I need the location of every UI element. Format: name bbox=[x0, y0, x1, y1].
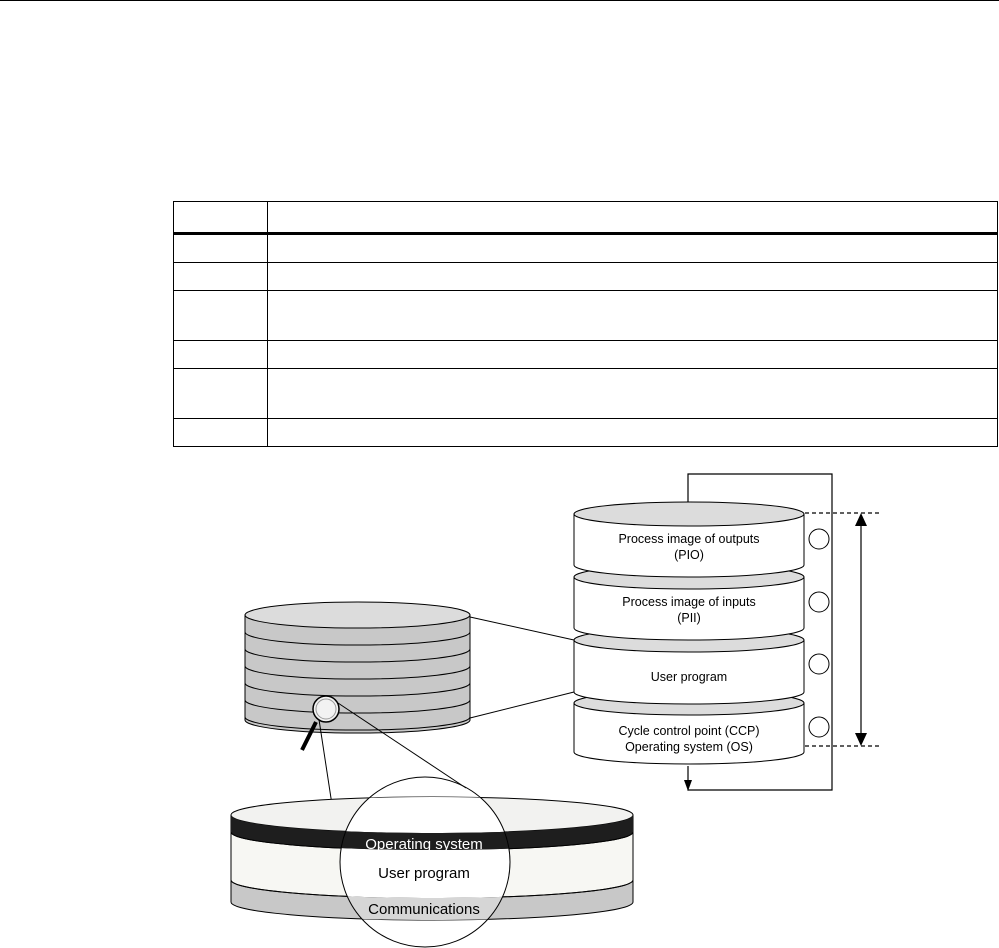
table-header-row bbox=[173, 201, 998, 235]
os-label-line2: Operating system (OS) bbox=[625, 740, 753, 754]
magnifying-glass-icon bbox=[300, 695, 340, 751]
pii-label-line1: Process image of inputs bbox=[622, 595, 755, 609]
table-header-cell bbox=[173, 201, 268, 235]
cycle-stack bbox=[244, 601, 471, 734]
pio-label-line1: Process image of outputs bbox=[618, 532, 759, 546]
table-row bbox=[173, 340, 998, 369]
step-marker-1 bbox=[808, 528, 830, 550]
table-cell bbox=[173, 418, 268, 447]
table-row bbox=[173, 418, 998, 447]
magnified-cylinder: Operating system User program Communicat… bbox=[230, 776, 634, 948]
table-header-cell bbox=[267, 201, 998, 235]
connector-line-bottom bbox=[469, 691, 575, 719]
table-cell bbox=[173, 340, 268, 369]
table-row bbox=[173, 233, 998, 263]
table-cell bbox=[173, 368, 268, 419]
user-program-label: User program bbox=[651, 670, 727, 684]
table-cell bbox=[267, 290, 998, 341]
table-row bbox=[173, 290, 998, 341]
os-label-line1: Cycle control point (CCP) bbox=[618, 724, 759, 738]
cycle-time-arrow bbox=[770, 512, 880, 747]
magnified-user-program-label: User program bbox=[378, 865, 470, 882]
magnified-operating-system-label: Operating system bbox=[365, 836, 483, 853]
legend-table bbox=[173, 201, 998, 447]
pio-layer: Process image of outputs (PIO) bbox=[573, 501, 805, 578]
magnifier-line-right bbox=[337, 702, 467, 789]
table-cell bbox=[267, 368, 998, 419]
table-cell bbox=[267, 418, 998, 447]
connector-line-top bbox=[469, 616, 575, 641]
table-cell bbox=[173, 290, 268, 341]
step-marker-4 bbox=[808, 716, 830, 738]
pii-label-line2: (PII) bbox=[677, 611, 701, 625]
step-marker-3 bbox=[808, 653, 830, 675]
pio-label-line2: (PIO) bbox=[674, 548, 704, 562]
table-cell bbox=[267, 233, 998, 263]
step-marker-2 bbox=[808, 591, 830, 613]
magnified-communications-label: Communications bbox=[368, 901, 480, 918]
top-rule bbox=[0, 0, 999, 1]
table-row bbox=[173, 368, 998, 419]
